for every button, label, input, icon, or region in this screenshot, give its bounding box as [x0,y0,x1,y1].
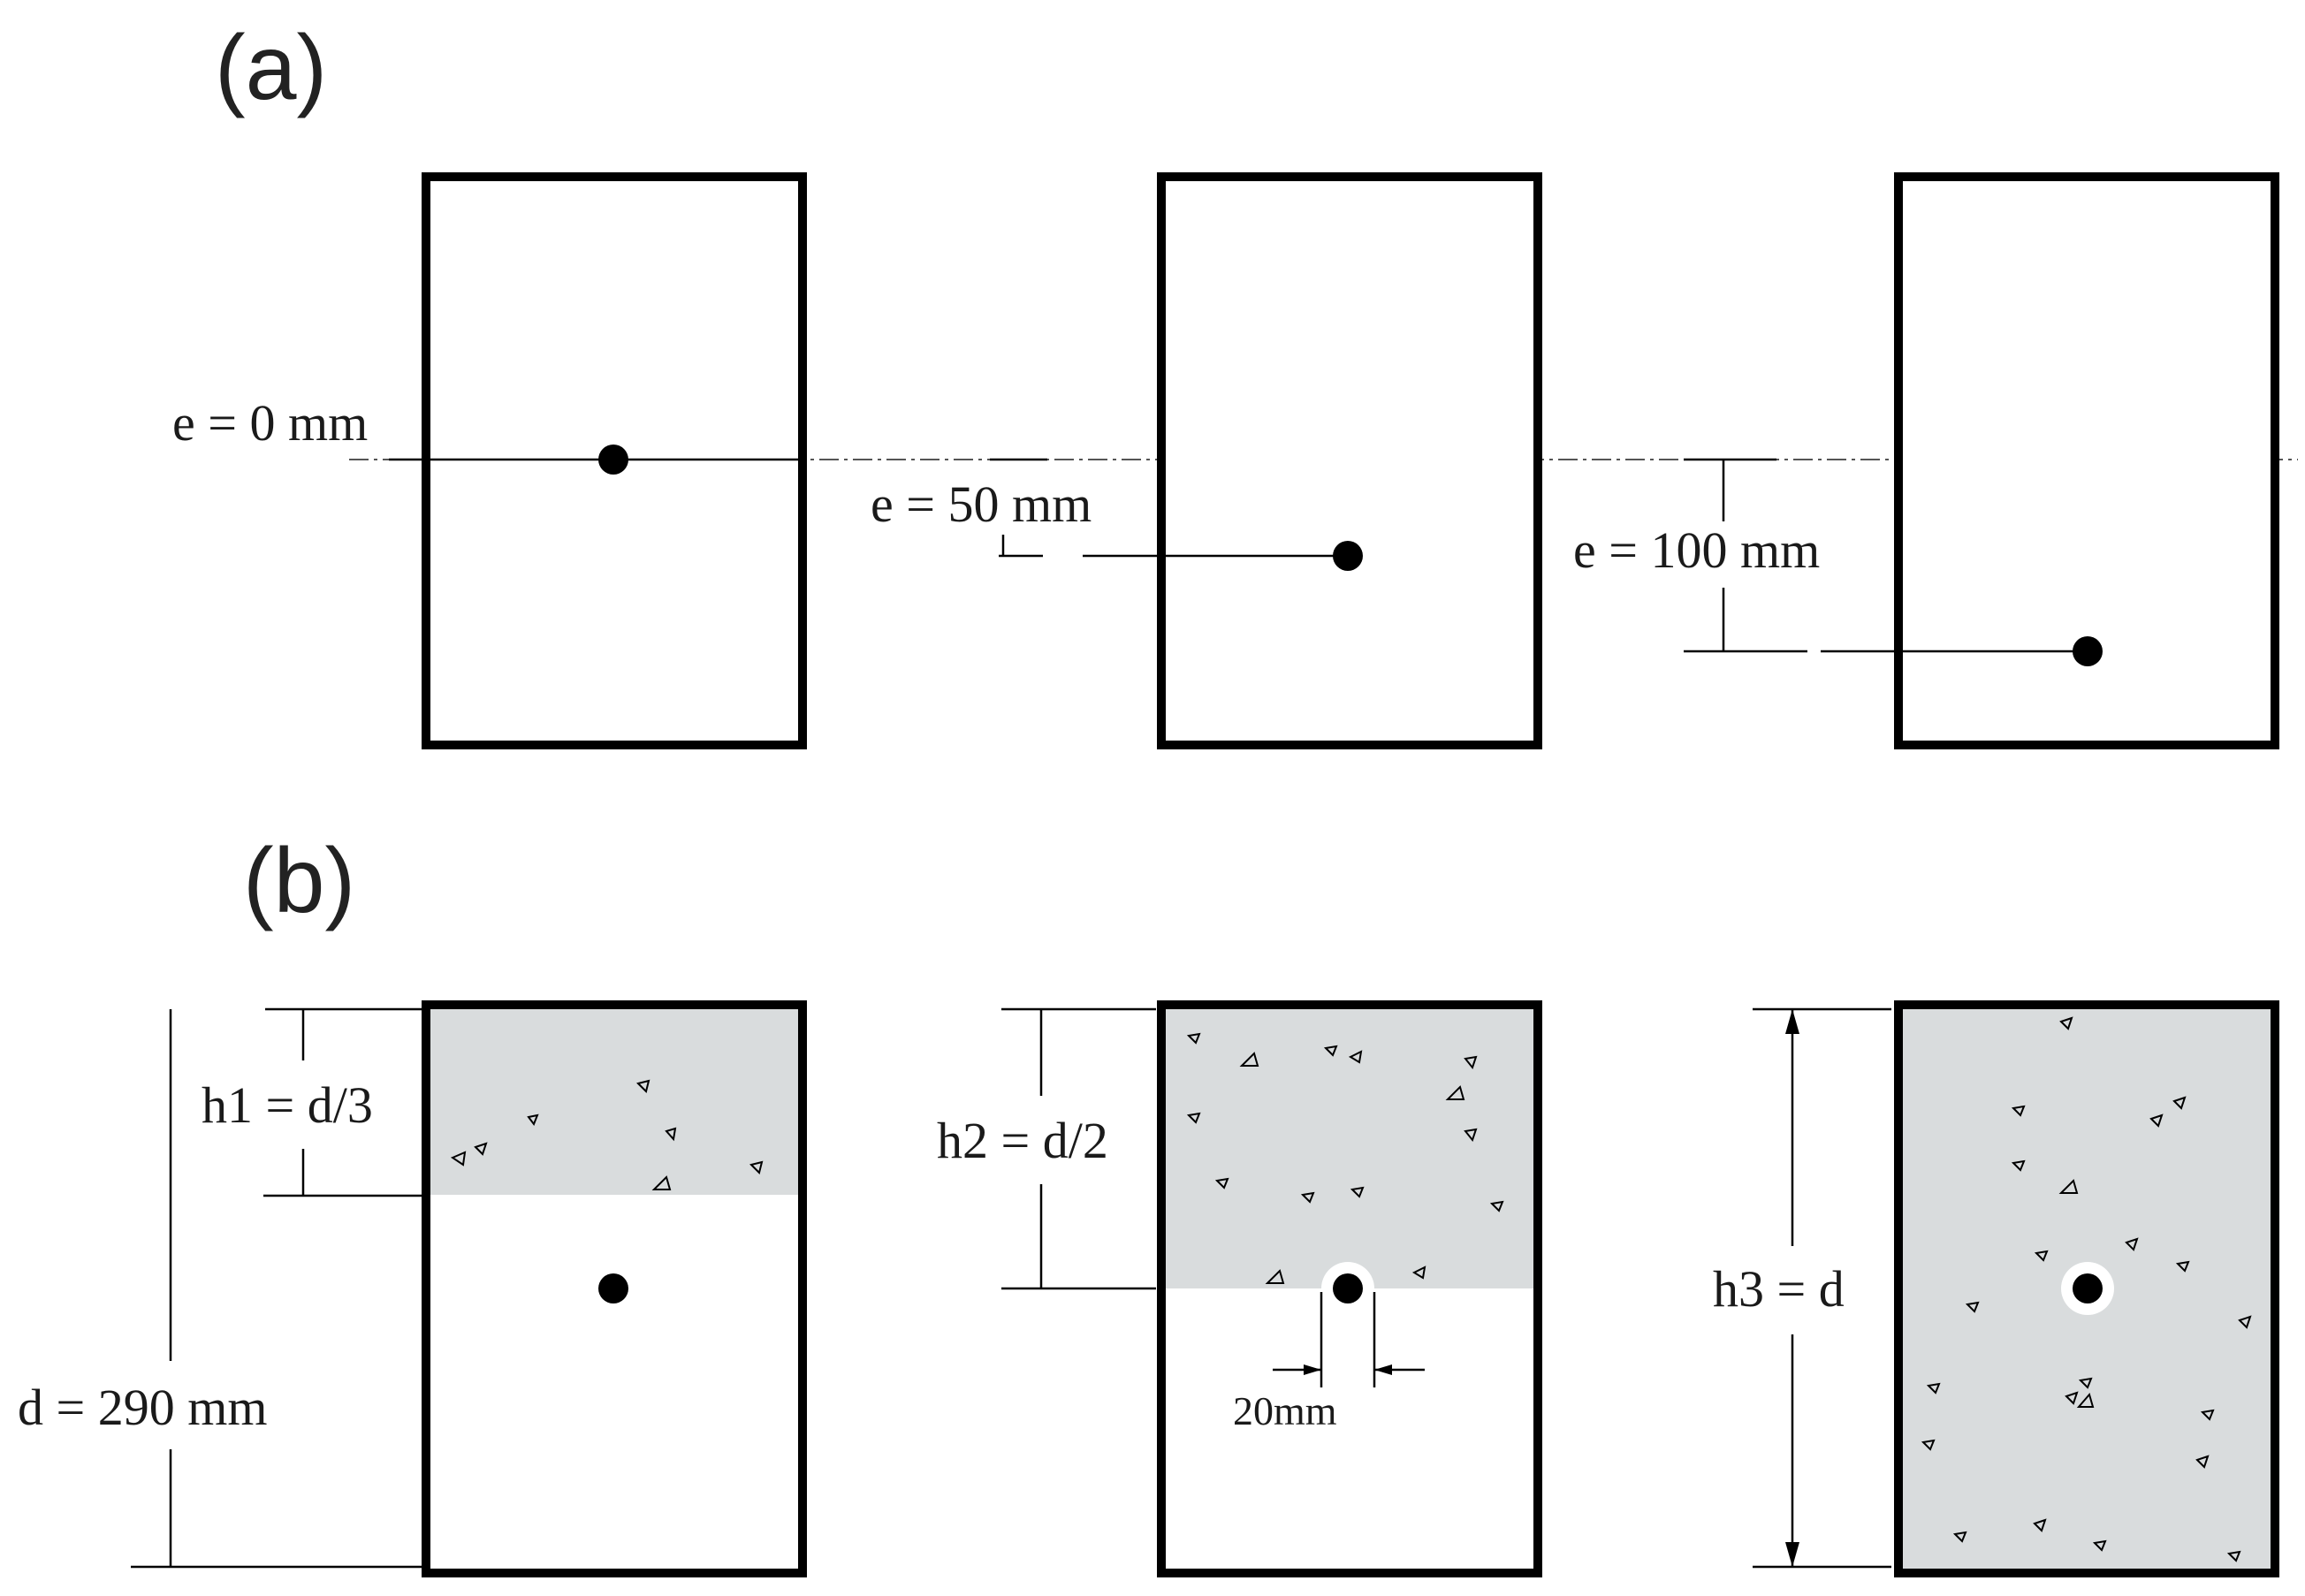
eccentricity-label: e = 50 mm [871,475,1092,533]
infill-height-label: h1 = d/3 [202,1076,373,1134]
arrowhead [1374,1364,1392,1375]
panel-b-label: (b) [243,830,355,932]
arrowhead [1785,1009,1799,1034]
clearance-label: 20mm [1233,1388,1337,1433]
section-b1: h1 = d/3 d = 290 mm [18,1000,807,1577]
arrowhead [1785,1542,1799,1567]
beam-outline [1157,172,1542,749]
beam-outline [1157,1000,1542,1577]
section-a3: e = 100 mm [1573,172,2279,749]
tendon-dot [598,445,628,475]
eccentricity-label: e = 0 mm [172,394,368,452]
concrete-infill [1161,1005,1538,1288]
eccentricity-label: e = 100 mm [1573,521,1820,579]
tendon-dot [1333,1273,1363,1303]
beam-outline [422,1000,807,1577]
panel-a-label: (a) [215,17,327,119]
concrete-infill [426,1005,803,1195]
tendon-dot [2073,1273,2103,1303]
aggregate-marks [450,1079,764,1190]
depth-label: d = 290 mm [18,1379,267,1436]
section-b3: h3 = d [1713,1000,2279,1577]
tendon-dot [2073,636,2103,666]
tendon-dot [598,1273,628,1303]
section-a2: e = 50 mm [871,172,1542,749]
arrowhead [1304,1364,1321,1375]
beam-outline [1894,1000,2279,1577]
section-a1: e = 0 mm [172,172,807,749]
aggregate-marks [1921,1016,2252,1562]
tendon-dot [1333,541,1363,571]
aggregate-marks [1186,1032,1504,1284]
section-b2: h2 = d/2 20mm [937,1000,1542,1577]
infill-height-label: h2 = d/2 [937,1112,1108,1169]
infill-height-label: h3 = d [1713,1260,1845,1318]
